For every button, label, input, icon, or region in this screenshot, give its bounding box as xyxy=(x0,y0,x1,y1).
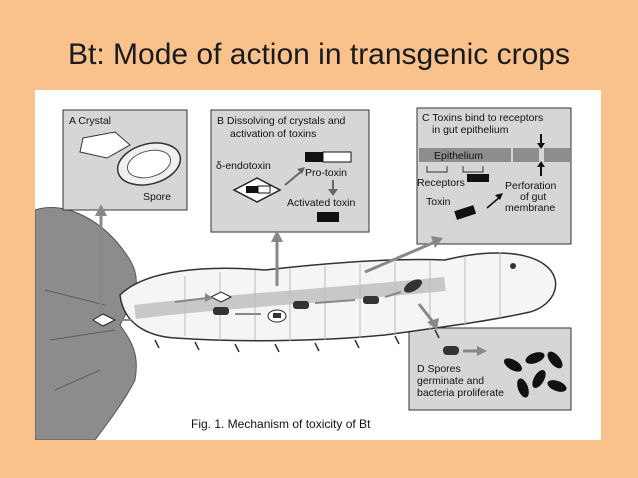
figure-caption: Fig. 1. Mechanism of toxicity of Bt xyxy=(191,417,371,431)
figure-drawing: A Crystal Spore B Dissolving of crystals… xyxy=(35,107,572,440)
panel-d-line-3: bacteria proliferate xyxy=(417,387,504,399)
panel-b: B Dissolving of crystals and activation … xyxy=(210,109,370,233)
panel-a: A Crystal Spore xyxy=(62,109,188,211)
panel-b-heading-1: B Dissolving of crystals and xyxy=(217,115,346,127)
leaf xyxy=(35,206,137,440)
toxin-label: Toxin xyxy=(426,196,451,208)
panel-a-spore-label: Spore xyxy=(143,191,171,203)
panel-c-heading-2: in gut epithelium xyxy=(432,124,509,136)
receptors-label: Receptors xyxy=(417,177,465,189)
panel-a-heading: A Crystal xyxy=(69,115,111,127)
activated-toxin-label: Activated toxin xyxy=(287,197,355,209)
caterpillar xyxy=(92,252,557,353)
panel-d-line-1: D Spores xyxy=(417,363,461,375)
panel-c-heading-1: C Toxins bind to receptors xyxy=(422,112,543,124)
perforation-label-2: of gut xyxy=(520,191,546,203)
slide-title: Bt: Mode of action in transgenic crops xyxy=(68,38,570,71)
perforation-label-3: membrane xyxy=(505,202,555,214)
perforation-label-1: Perforation xyxy=(505,180,557,192)
epithelium-label: Epithelium xyxy=(434,150,483,162)
bt-mechanism-figure: A Crystal Spore B Dissolving of crystals… xyxy=(35,90,601,440)
panel-c: C Toxins bind to receptors in gut epithe… xyxy=(416,107,572,245)
panel-d: D Spores germinate and bacteria prolifer… xyxy=(408,327,572,411)
endotoxin-label: δ-endotoxin xyxy=(216,160,271,172)
protoxin-label: Pro-toxin xyxy=(305,167,347,179)
connector-arrows xyxy=(95,204,443,330)
panel-b-heading-2: activation of toxins xyxy=(230,128,316,140)
panel-d-line-2: germinate and xyxy=(417,375,484,387)
